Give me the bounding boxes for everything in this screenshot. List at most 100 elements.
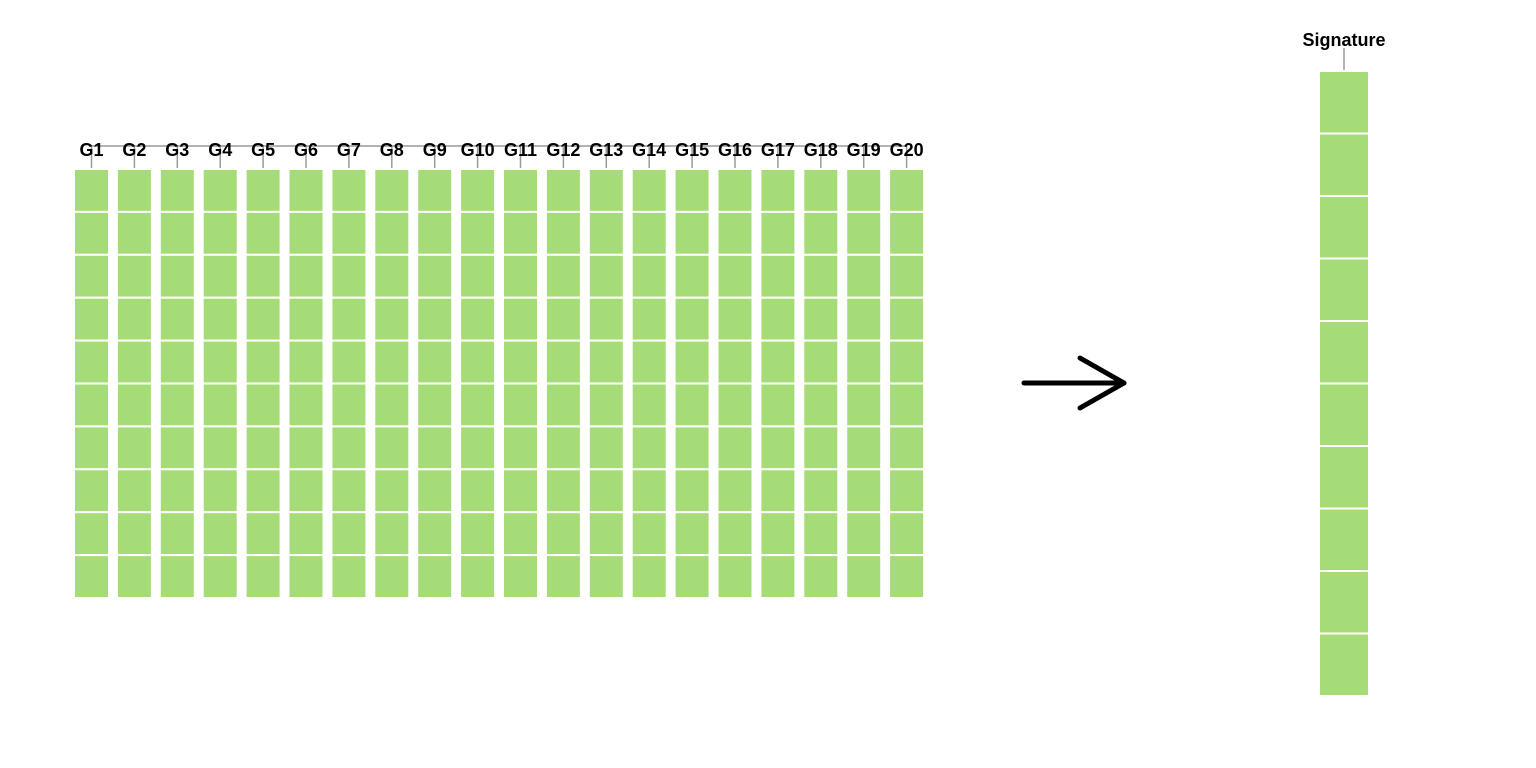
matrix-cell: [244, 168, 282, 213]
matrix-cell: [502, 554, 539, 599]
matrix-cell: [845, 468, 883, 514]
column-label: G3: [165, 140, 189, 160]
matrix-cell: [115, 339, 153, 385]
matrix-cell: [587, 253, 625, 299]
matrix-column: G9: [416, 140, 454, 599]
matrix-cell: [716, 425, 754, 471]
matrix-cell: [158, 339, 196, 385]
matrix-cell: [845, 554, 883, 599]
matrix-cell: [802, 554, 840, 599]
matrix-cell: [888, 511, 926, 557]
column-label: G2: [122, 140, 146, 160]
matrix-cell: [759, 253, 797, 299]
column-label: G12: [546, 140, 580, 160]
matrix-cell: [459, 425, 497, 471]
matrix-cell: [630, 382, 668, 428]
matrix-cell: [716, 511, 754, 557]
matrix-cell: [544, 253, 582, 299]
matrix-cell: [802, 253, 840, 299]
matrix-cell: [502, 511, 539, 557]
matrix-cell: [888, 296, 926, 342]
matrix-cell: [716, 296, 754, 342]
column-label: G6: [294, 140, 318, 160]
matrix-cell: [759, 425, 797, 471]
matrix-cell: [888, 382, 926, 428]
matrix-cell: [201, 511, 239, 557]
matrix-cell: [802, 511, 840, 557]
matrix-cell: [544, 468, 582, 514]
column-label: G4: [208, 140, 232, 160]
matrix-cell: [201, 168, 239, 213]
matrix-cell: [330, 425, 368, 471]
matrix-cell: [630, 168, 668, 213]
matrix-cell: [373, 253, 411, 299]
matrix-cell: [115, 554, 153, 599]
matrix-cell: [287, 468, 325, 514]
matrix-cell: [759, 468, 797, 514]
matrix-cell: [587, 339, 625, 385]
matrix-cell: [244, 210, 282, 256]
matrix-cell: [244, 511, 282, 557]
matrix-cell: [845, 296, 883, 342]
matrix-cell: [716, 468, 754, 514]
matrix-column: G11: [502, 140, 539, 599]
matrix-cell: [373, 296, 411, 342]
matrix-cell: [716, 210, 754, 256]
matrix-cell: [416, 296, 454, 342]
matrix-cell: [845, 511, 883, 557]
matrix-cell: [888, 339, 926, 385]
matrix-cell: [587, 511, 625, 557]
matrix-column: G16: [716, 140, 754, 599]
signature-cell: [1318, 445, 1370, 510]
matrix-cell: [502, 210, 539, 256]
matrix-cell: [115, 511, 153, 557]
signature-cell: [1318, 257, 1370, 322]
column-label: G19: [847, 140, 881, 160]
matrix-cell: [287, 382, 325, 428]
matrix-cell: [115, 468, 153, 514]
matrix-cell: [459, 253, 497, 299]
matrix-cell: [630, 554, 668, 599]
matrix-cell: [502, 425, 539, 471]
matrix-cell: [544, 425, 582, 471]
matrix-cell: [73, 554, 110, 599]
matrix-column: G7: [330, 140, 368, 599]
matrix-cell: [287, 210, 325, 256]
matrix-cell: [330, 382, 368, 428]
matrix-cell: [716, 382, 754, 428]
matrix-cell: [459, 382, 497, 428]
matrix-cell: [802, 339, 840, 385]
matrix-cell: [502, 253, 539, 299]
column-label: G20: [890, 140, 924, 160]
matrix-cell: [201, 554, 239, 599]
matrix-cell: [716, 339, 754, 385]
signature-cell: [1318, 195, 1370, 260]
column-label: G11: [504, 140, 537, 160]
matrix-cell: [73, 468, 110, 514]
matrix-cell: [802, 210, 840, 256]
matrix-column: G5: [244, 140, 282, 599]
matrix-column: G1: [73, 140, 110, 599]
matrix-cell: [201, 382, 239, 428]
matrix-cell: [416, 339, 454, 385]
matrix-cell: [287, 511, 325, 557]
matrix-cell: [888, 168, 926, 213]
matrix-cell: [373, 425, 411, 471]
matrix-cell: [416, 511, 454, 557]
matrix-cell: [115, 296, 153, 342]
matrix-cell: [759, 296, 797, 342]
matrix-cell: [587, 425, 625, 471]
matrix-column: G18: [802, 140, 840, 599]
matrix-column: G14: [630, 140, 668, 599]
matrix-cell: [673, 339, 711, 385]
matrix-cell: [587, 210, 625, 256]
matrix-cell: [630, 339, 668, 385]
matrix-cell: [802, 168, 840, 213]
matrix-cell: [244, 425, 282, 471]
matrix-cell: [502, 168, 539, 213]
matrix-cell: [373, 168, 411, 213]
matrix-cell: [73, 425, 110, 471]
matrix-cell: [244, 382, 282, 428]
matrix-cell: [158, 296, 196, 342]
matrix-cell: [158, 468, 196, 514]
